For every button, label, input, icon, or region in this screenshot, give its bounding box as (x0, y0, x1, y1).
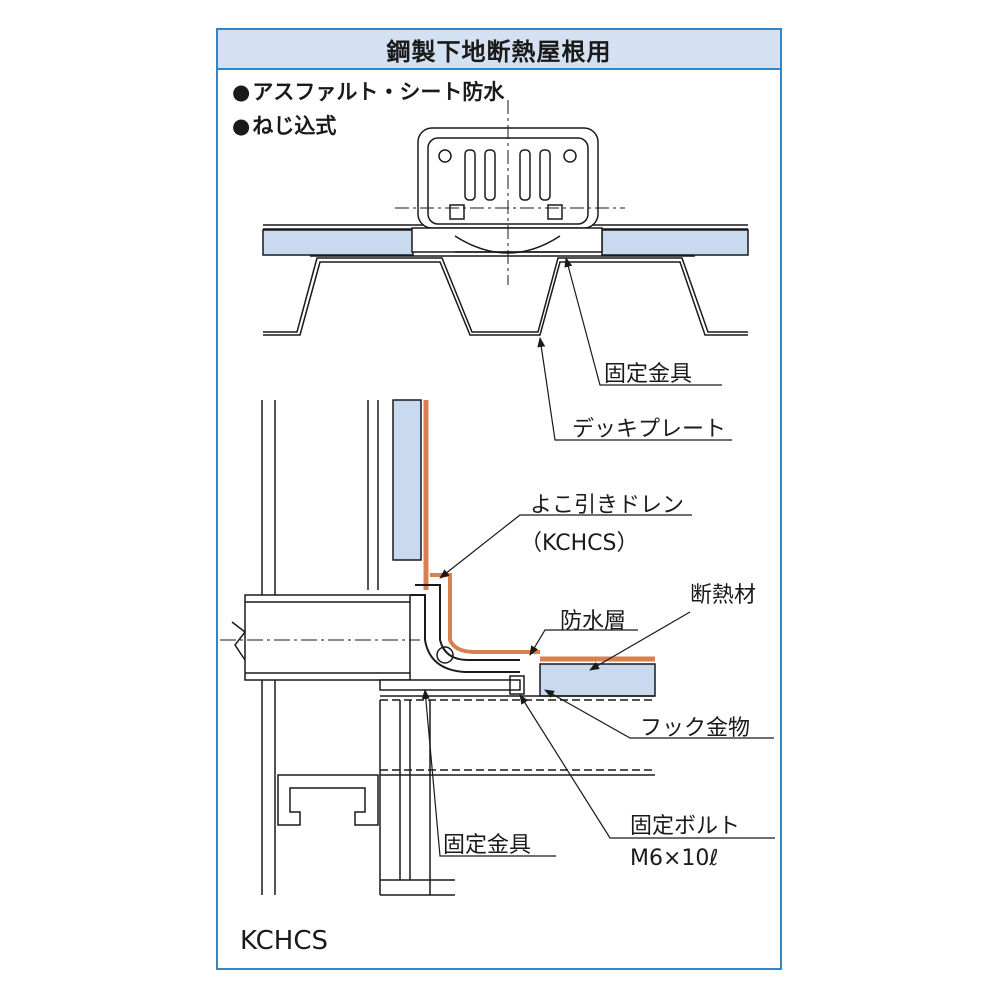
leader-lines-top (537, 257, 732, 441)
bullet-text: ねじ込式 (252, 114, 337, 138)
drain-elbow (410, 594, 520, 673)
page-title: 鋼製下地断熱屋根用 (218, 30, 780, 70)
c-channel (277, 774, 379, 826)
strainer-slots (464, 149, 551, 201)
label-hook-fitting: フック金物 (640, 716, 751, 741)
bullet-text: アスファルト・シート防水 (252, 80, 505, 104)
wall-insulation (392, 399, 422, 561)
label-side-drain-model: （KCHCS） (520, 531, 639, 556)
label-waterproof-layer: 防水層 (560, 609, 627, 634)
insulation-left (262, 229, 414, 256)
model-code: KCHCS (240, 926, 328, 956)
bullet-mark: ● (232, 114, 251, 138)
label-fixing-bracket-top: 固定金具 (604, 362, 693, 387)
bullet-mark: ● (232, 80, 251, 104)
h-beam (379, 700, 431, 895)
label-insulation: 断熱材 (690, 583, 757, 608)
roof-insulation (539, 663, 656, 697)
screw-icon (563, 149, 577, 163)
bullet-waterproofing: ●アスファルト・シート防水 (232, 76, 504, 106)
screw-icon (438, 149, 452, 163)
bullet-screw-type: ●ねじ込式 (232, 110, 336, 140)
label-fixing-bracket-bottom: 固定金具 (443, 833, 532, 858)
label-side-drain: よこ引きドレン (530, 493, 685, 518)
drain-pipe (244, 594, 411, 681)
label-deck-plate: デッキプレート (572, 417, 727, 442)
insulation-right (601, 229, 749, 256)
deck-plate-profile (263, 261, 748, 336)
label-bolt-size: M6×10ℓ (630, 846, 719, 871)
bottom-section-view (220, 399, 656, 896)
leader-lines-bottom (421, 514, 775, 857)
label-fixing-bolt: 固定ボルト (630, 814, 741, 839)
top-section-view (262, 100, 749, 336)
